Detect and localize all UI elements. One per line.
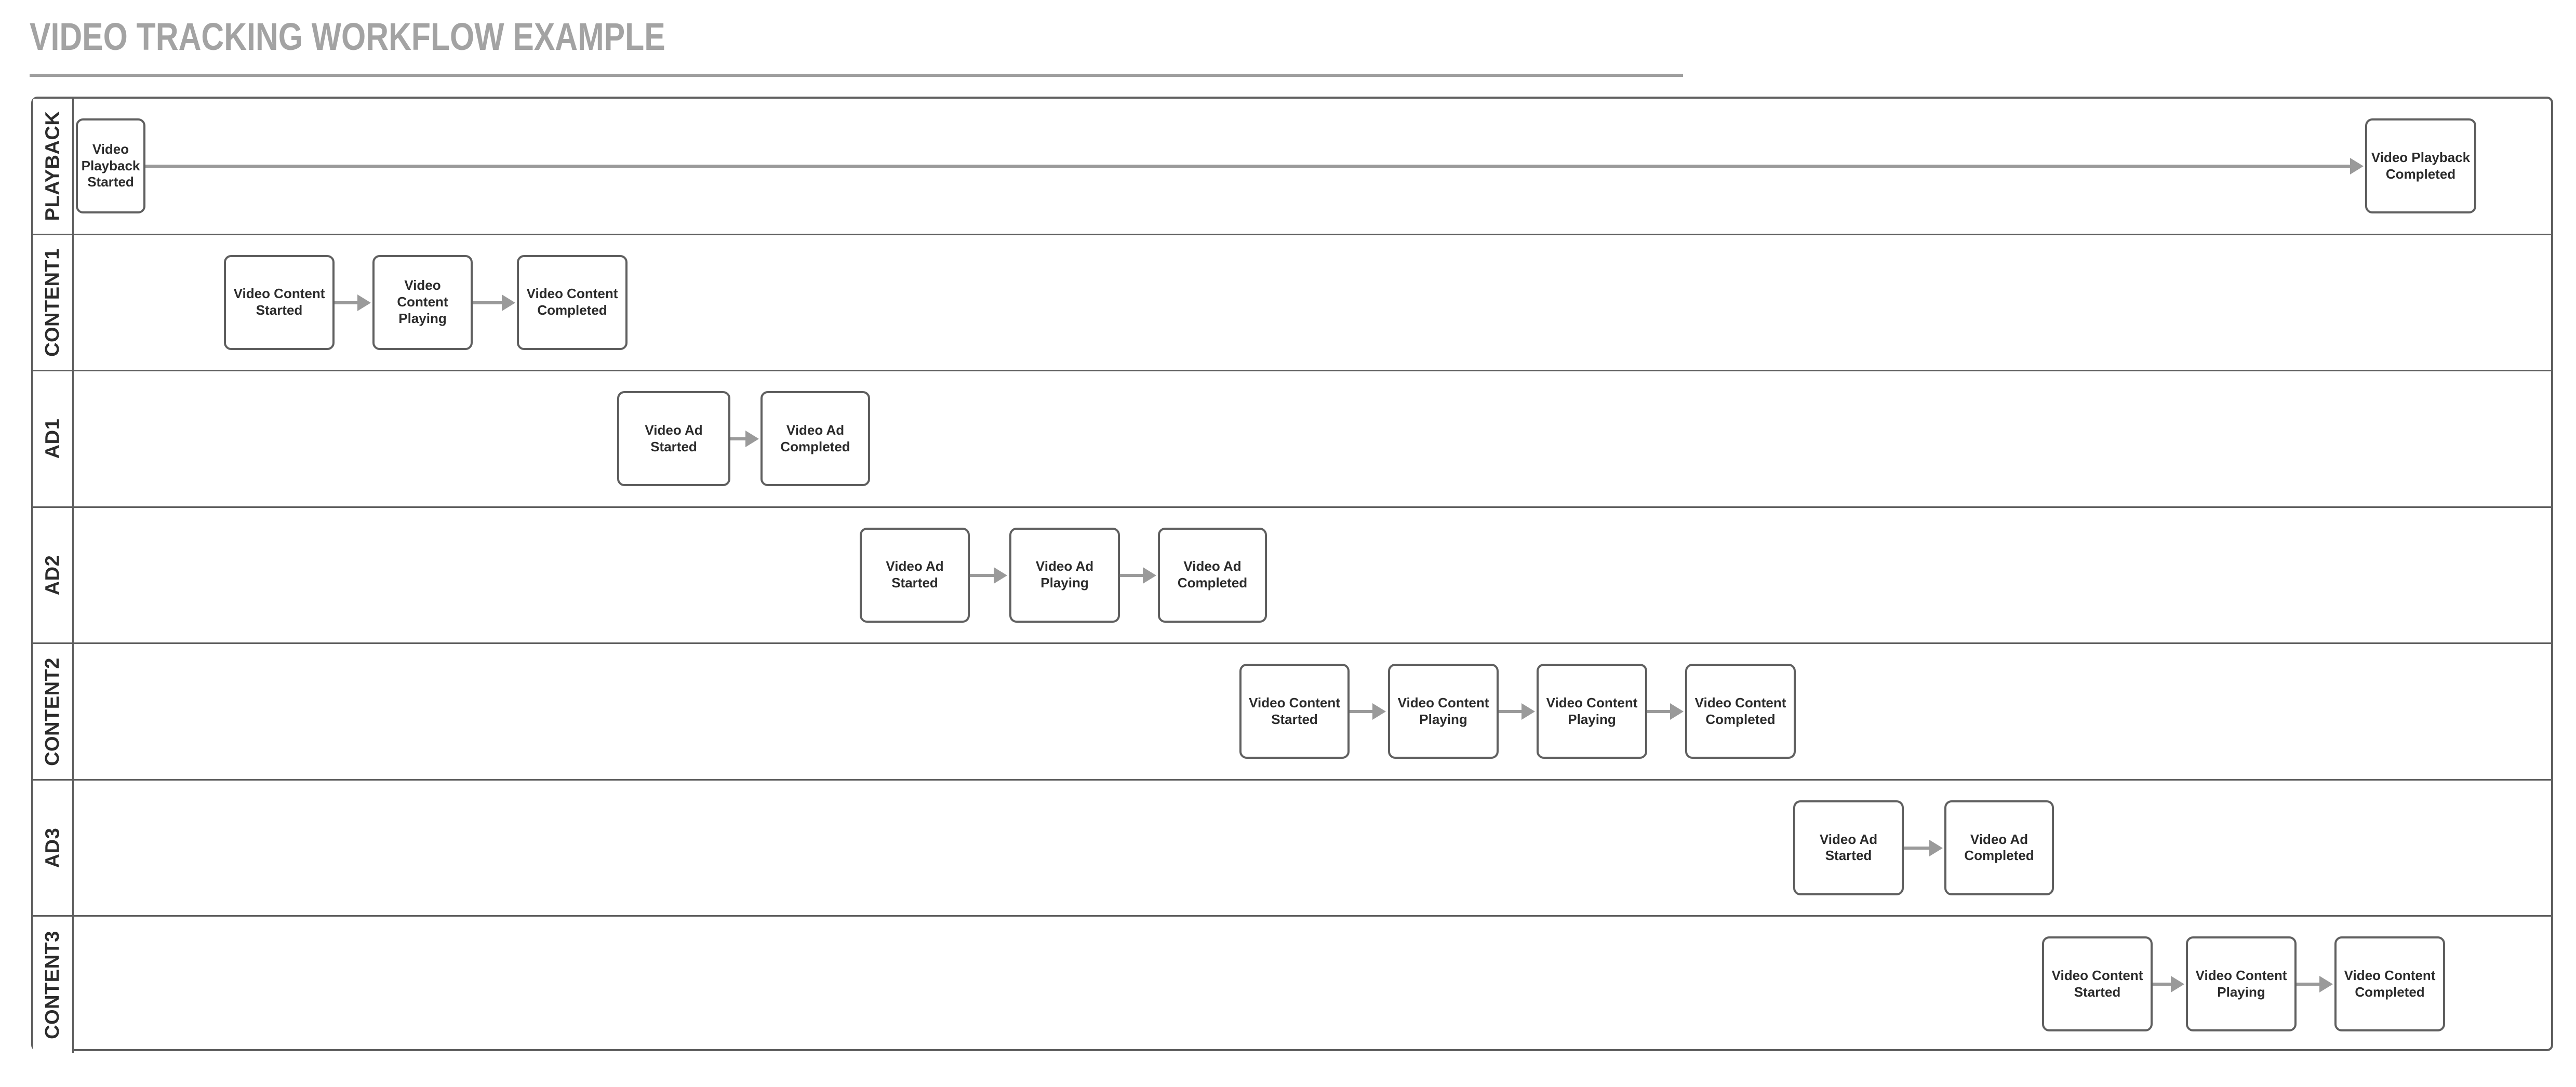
workflow-step-box[interactable]: Video Ad Completed — [1944, 800, 2054, 895]
workflow-step-box[interactable]: Video Ad Playing — [1009, 527, 1120, 623]
lane-label-content2: CONTENT2 — [33, 644, 74, 779]
lane-body: Video Playback Started Video Playback Com… — [74, 99, 2551, 234]
workflow-step-box[interactable]: Video Playback Started — [76, 118, 145, 213]
lane-body: Video Ad Started Video Ad Completed — [74, 371, 2551, 506]
lane-label-text: AD2 — [42, 555, 63, 596]
arrow-line — [473, 301, 502, 304]
swimlane-ad3: AD3 Video Ad Started Video Ad Completed — [33, 780, 2551, 917]
lane-label-content1: CONTENT1 — [33, 235, 74, 370]
arrow-line — [1647, 710, 1670, 714]
lane-label-text: AD1 — [42, 419, 63, 459]
arrow-head-icon — [1670, 703, 1684, 720]
page-title: VIDEO TRACKING WORKFLOW EXAMPLE — [30, 15, 665, 58]
workflow-step-box[interactable]: Video Content Completed — [517, 254, 628, 350]
arrow-head-icon — [1929, 839, 1943, 856]
workflow-step-box[interactable]: Video Content Playing — [1388, 664, 1499, 759]
arrow-head-icon — [1143, 567, 1156, 584]
workflow-step-box[interactable]: Video Content Completed — [1685, 664, 1796, 759]
workflow-step-box[interactable]: Video Content Playing — [2186, 936, 2297, 1032]
arrow-head-icon — [502, 294, 515, 311]
workflow-step-box[interactable]: Video Content Started — [2042, 936, 2153, 1032]
arrow-head-icon — [2319, 976, 2333, 993]
lane-label-text: PLAYBACK — [42, 111, 64, 221]
arrow-line — [2297, 983, 2319, 986]
arrow-line — [335, 301, 357, 304]
arrow-line — [1904, 846, 1929, 850]
workflow-step-box[interactable]: Video Ad Started — [860, 527, 970, 623]
arrow-line — [1499, 710, 1521, 714]
arrow-head-icon — [1521, 703, 1535, 720]
workflow-step-box[interactable]: Video Content Playing — [372, 254, 473, 350]
workflow-step-box[interactable]: Video Ad Completed — [1158, 527, 1267, 623]
arrow-line — [970, 573, 994, 577]
workflow-step-box[interactable]: Video Content Playing — [1537, 664, 1647, 759]
arrow-head-icon — [2171, 976, 2184, 993]
workflow-step-box[interactable]: Video Ad Started — [1793, 800, 1904, 895]
lane-body: Video Ad Started Video Ad Playing Video Ad… — [74, 508, 2551, 643]
arrow-line — [730, 437, 745, 441]
lane-label-ad1: AD1 — [33, 371, 74, 506]
workflow-step-box[interactable]: Video Content Started — [224, 254, 335, 350]
workflow-step-box[interactable]: Video Content Completed — [2334, 936, 2445, 1032]
workflow-step-box[interactable]: Video Ad Started — [617, 391, 730, 487]
workflow-step-box[interactable]: Video Content Started — [1239, 664, 1350, 759]
arrow-head-icon — [1372, 703, 1386, 720]
swimlane-ad1: AD1 Video Ad Started Video Ad Completed — [33, 371, 2551, 508]
lane-label-text: AD3 — [42, 827, 63, 868]
arrow-line — [145, 165, 2350, 168]
arrow-line — [1350, 710, 1372, 714]
lane-body: Video Content Started Video Content Playi… — [74, 644, 2551, 779]
lane-body: Video Content Started Video Content Playi… — [74, 917, 2551, 1053]
workflow-step-box[interactable]: Video Ad Completed — [760, 391, 870, 487]
workflow-step-box[interactable]: Video Playback Completed — [2365, 118, 2476, 213]
arrow-head-icon — [994, 567, 1007, 584]
lane-label-text: CONTENT2 — [42, 657, 64, 766]
lane-label-playback: PLAYBACK — [33, 99, 74, 234]
lane-label-ad2: AD2 — [33, 507, 74, 643]
arrow-head-icon — [357, 294, 371, 311]
arrow-line — [1120, 573, 1143, 577]
title-divider — [30, 74, 1683, 77]
lane-label-text: CONTENT1 — [42, 248, 64, 357]
lane-body: Video Content Started Video Content Playi… — [74, 235, 2551, 370]
lane-label-text: CONTENT3 — [42, 931, 64, 1040]
lane-label-ad3: AD3 — [33, 780, 74, 916]
lane-body: Video Ad Started Video Ad Completed — [74, 781, 2551, 916]
lane-label-content3: CONTENT3 — [33, 917, 74, 1053]
arrow-line — [2153, 983, 2171, 986]
arrow-head-icon — [745, 431, 759, 448]
arrow-head-icon — [2350, 158, 2364, 175]
